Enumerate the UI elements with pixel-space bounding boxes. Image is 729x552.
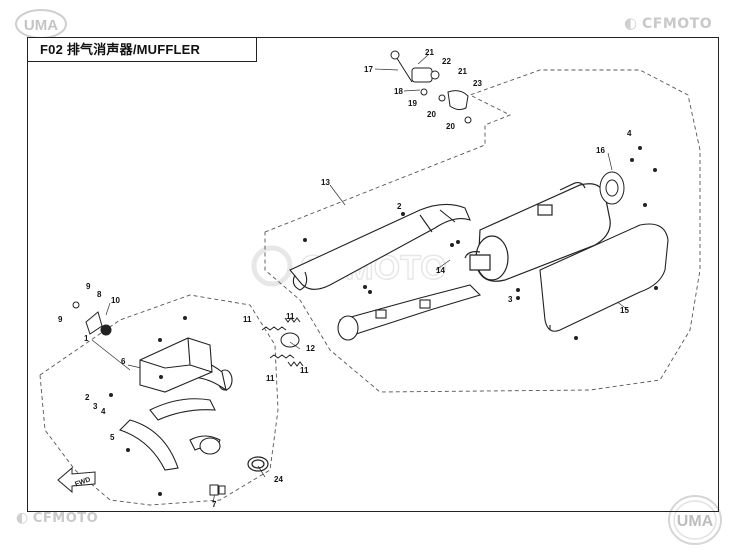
- callout-10: 10: [111, 296, 120, 305]
- group-outlines: [39, 69, 701, 506]
- cfmoto-swirl-icon: ◐: [624, 14, 638, 32]
- diagram-frame: [27, 37, 719, 512]
- title-box: [27, 37, 257, 62]
- callout-8: 8: [97, 290, 102, 299]
- catalyst-box: [139, 337, 213, 393]
- callout-22: 22: [442, 57, 451, 66]
- callout-1: 1: [84, 334, 89, 343]
- callout-18: 18: [394, 87, 403, 96]
- callout-11: 11: [266, 374, 275, 383]
- cfmoto-logo-text: CFMOTO: [32, 511, 99, 526]
- callout-2: 2: [85, 393, 90, 402]
- callout-20: 20: [427, 110, 436, 119]
- cfmoto-swirl-icon: ◐: [16, 510, 29, 526]
- callout-2: 2: [397, 202, 402, 211]
- callout-5: 5: [110, 433, 115, 442]
- gasket-ring: [247, 456, 269, 472]
- callout-19: 19: [408, 99, 417, 108]
- callout-6: 6: [121, 357, 126, 366]
- callout-13: 13: [321, 178, 330, 187]
- callout-14: 14: [436, 266, 445, 275]
- cfmoto-logo-bottom-left: ◐ CFMOTO: [16, 510, 98, 526]
- header-pipe-group-outline: [39, 294, 279, 506]
- page-title: F02 排气消声器/MUFFLER: [40, 42, 201, 57]
- callout-3: 3: [93, 402, 98, 411]
- callout-16: 16: [596, 146, 605, 155]
- callout-11: 11: [286, 312, 295, 321]
- callout-4: 4: [627, 129, 632, 138]
- mid-pipe: [337, 284, 482, 341]
- callout-labels: 1 2 2 3 3 4 4 5 6 7 8 9 9 10 11 11 11 11…: [58, 48, 632, 509]
- leader-lines: [91, 54, 629, 504]
- cfmoto-logo-top-right: ◐ CFMOTO: [624, 14, 712, 32]
- callout-7: 7: [212, 500, 217, 509]
- stud-bolt: [209, 484, 226, 496]
- callout-11: 11: [300, 366, 309, 375]
- callout-21: 21: [425, 48, 434, 57]
- uma-badge-icon: UMA: [668, 495, 722, 545]
- callout-12: 12: [306, 344, 315, 353]
- heat-shield-upper: [289, 203, 471, 291]
- callout-3: 3: [508, 295, 513, 304]
- callout-24: 24: [274, 475, 283, 484]
- cfmoto-logo-text: CFMOTO: [641, 16, 713, 32]
- hanger-bracket: [390, 50, 472, 124]
- silencer-body: [464, 181, 611, 282]
- springs-and-gasket: [261, 317, 304, 367]
- callout-20: 20: [446, 122, 455, 131]
- uma-logo-text: UMA: [677, 513, 714, 530]
- callout-9: 9: [86, 282, 91, 291]
- callout-15: 15: [620, 306, 629, 315]
- uma-logo-text: UMA: [24, 17, 58, 34]
- mount-bracket: [72, 301, 112, 336]
- muffler-group-outline: [264, 69, 701, 393]
- callout-17: 17: [364, 65, 373, 74]
- uma-logo-bottom-right: UMA: [667, 494, 723, 546]
- heat-shield-rear: [539, 223, 669, 332]
- callout-21: 21: [458, 67, 467, 76]
- callout-11: 11: [243, 315, 252, 324]
- callout-9: 9: [58, 315, 63, 324]
- end-cap: [599, 171, 625, 205]
- fasteners: [109, 146, 658, 496]
- callout-4: 4: [101, 407, 106, 416]
- callout-23: 23: [473, 79, 482, 88]
